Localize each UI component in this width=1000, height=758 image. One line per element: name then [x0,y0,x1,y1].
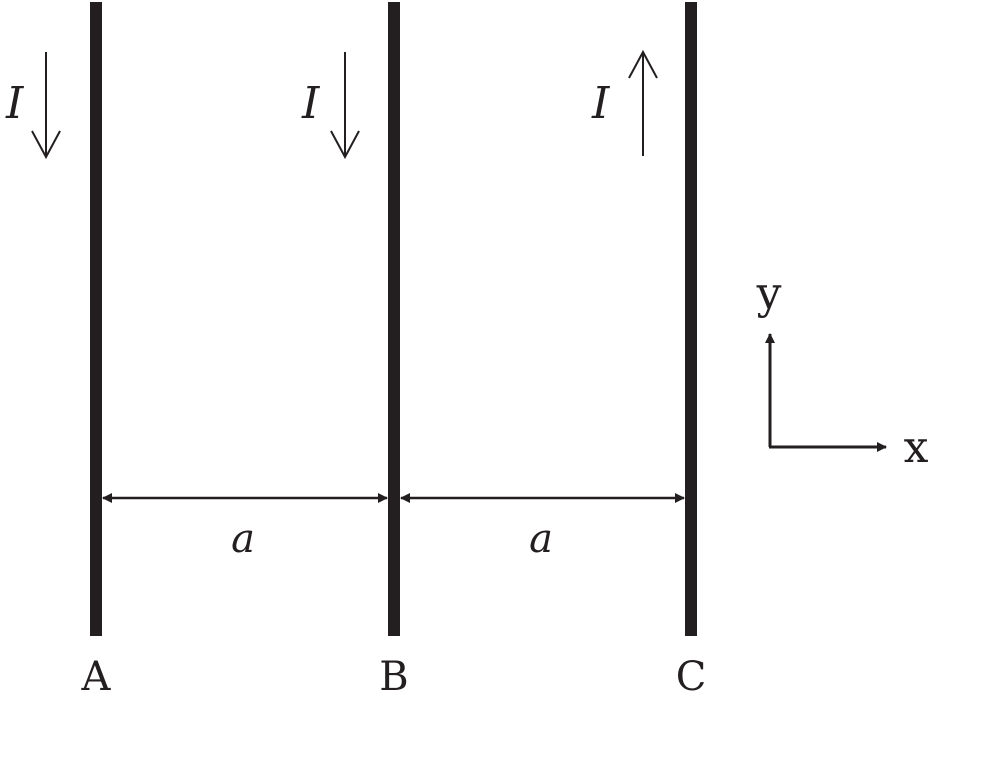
spacing-label-ab: a [231,516,255,562]
current-arrow-b [330,52,360,160]
wire-label-b: B [379,654,408,700]
wire-label-c: C [676,654,707,700]
y-axis-label: y [756,268,782,319]
current-arrow-c [628,49,658,156]
wire-label-a: A [81,654,112,700]
current-label-c: I [591,78,611,129]
current-arrow-a [31,52,61,160]
current-label-a: I [5,78,25,129]
current-label-b: I [301,78,321,129]
spacing-label-bc: a [529,516,553,562]
x-axis-label: x [904,422,929,473]
